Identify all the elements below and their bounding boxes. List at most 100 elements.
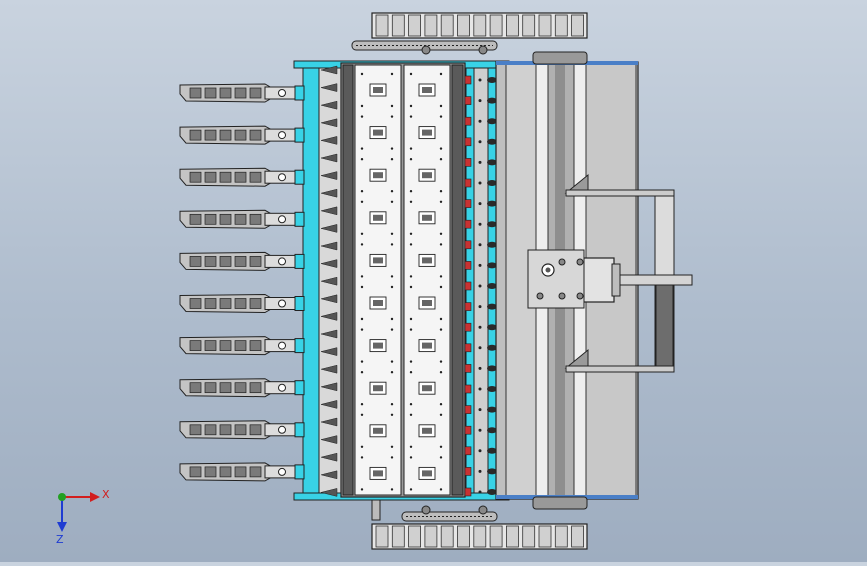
bolt <box>390 72 394 76</box>
tine-link <box>189 256 202 267</box>
bolt <box>439 158 443 161</box>
opener-disc <box>487 159 497 166</box>
x-axis-label: X <box>102 488 110 501</box>
shank-tooth <box>320 417 338 427</box>
bolt <box>390 275 394 278</box>
opener-red-part <box>464 487 472 497</box>
bolt <box>439 445 443 448</box>
bolt <box>390 104 394 108</box>
seed-box-slot <box>422 427 432 434</box>
shank-tooth <box>320 206 338 216</box>
opener-bolt <box>478 408 482 412</box>
tine-link <box>234 382 247 394</box>
tine-clamp <box>294 380 305 396</box>
opener-red-part <box>464 467 472 476</box>
bolt <box>360 243 364 246</box>
tine-link <box>249 340 262 351</box>
tine-pivot <box>278 257 286 266</box>
wheel-tread <box>440 14 454 37</box>
shank-tooth <box>320 488 338 497</box>
tine-link <box>189 87 202 99</box>
opener-red-part <box>464 199 472 208</box>
tine-assembly <box>179 83 305 103</box>
seed-box-slot <box>373 385 383 392</box>
z-axis-arrow <box>57 522 67 532</box>
wheel-tread <box>473 14 487 37</box>
seed-box-slot <box>422 257 432 264</box>
shank-tooth <box>320 153 338 163</box>
opener-bolt <box>478 346 482 350</box>
tine-link <box>234 466 247 478</box>
opener-red-part <box>464 322 472 332</box>
tine-link <box>234 213 247 225</box>
bolt <box>409 275 413 278</box>
opener-bolt <box>478 428 482 432</box>
opener-bolt <box>478 202 482 206</box>
bolt <box>439 456 443 459</box>
bolt <box>409 403 413 406</box>
opener-bolt <box>478 490 482 494</box>
bolt <box>390 200 394 203</box>
shank-tooth <box>320 259 338 268</box>
tine-link <box>234 129 247 141</box>
tine-link <box>249 382 262 394</box>
bolt <box>409 243 413 246</box>
bolt <box>409 285 413 289</box>
opener-red-part <box>464 75 472 85</box>
seed-box-slot <box>373 172 383 179</box>
top-wheel-treads <box>375 14 584 37</box>
bolt <box>409 147 413 150</box>
tine-link <box>204 298 217 309</box>
tine-link <box>204 256 217 267</box>
bolt <box>409 72 413 76</box>
bolt <box>390 371 394 374</box>
opener-disc <box>487 118 497 125</box>
bolt <box>409 328 413 331</box>
tine-link <box>234 424 247 436</box>
bottom-drive-wheel <box>371 523 588 550</box>
shank-tooth <box>320 470 338 480</box>
bolt <box>360 403 364 406</box>
bolt <box>360 317 364 321</box>
opener-red-part <box>464 116 472 126</box>
opener-red-part <box>464 137 472 147</box>
bolt <box>360 232 364 235</box>
shank-tooth <box>320 347 338 356</box>
seed-box-slot <box>422 214 432 221</box>
wheel-tread <box>375 525 389 548</box>
bolt <box>360 456 364 459</box>
opener-bolt <box>478 263 482 267</box>
tine-clamp <box>294 169 305 185</box>
tine-clamp <box>294 422 305 438</box>
tine-pivot <box>278 299 286 308</box>
bolt <box>409 115 413 118</box>
wheel-tread <box>522 525 536 548</box>
bolt <box>439 403 443 406</box>
z-axis-label: Z <box>56 533 64 546</box>
bolt <box>390 243 394 246</box>
bolt <box>360 72 364 76</box>
tine-link <box>204 466 217 478</box>
seed-box-slot <box>422 87 432 93</box>
bolt <box>390 147 394 150</box>
seed-box-housing <box>340 62 466 498</box>
wheel-tread <box>571 14 584 37</box>
seed-box-slot <box>422 300 432 306</box>
wheel-tread <box>489 14 503 37</box>
opener-disc <box>487 447 497 454</box>
shank-tooth <box>320 65 338 75</box>
shank-tooth <box>320 382 338 392</box>
tine-assemblies <box>179 83 305 482</box>
tine-link <box>204 382 217 394</box>
opener-red-part <box>464 446 472 456</box>
wheel-tread <box>457 525 470 548</box>
seed-metering-units <box>360 72 443 491</box>
shank-tooth <box>320 136 338 145</box>
bolt <box>360 371 364 374</box>
shank-tooth <box>320 171 338 180</box>
tine-link <box>189 129 202 141</box>
bolt <box>360 147 364 150</box>
bolt <box>439 413 443 416</box>
bolt <box>439 147 443 150</box>
